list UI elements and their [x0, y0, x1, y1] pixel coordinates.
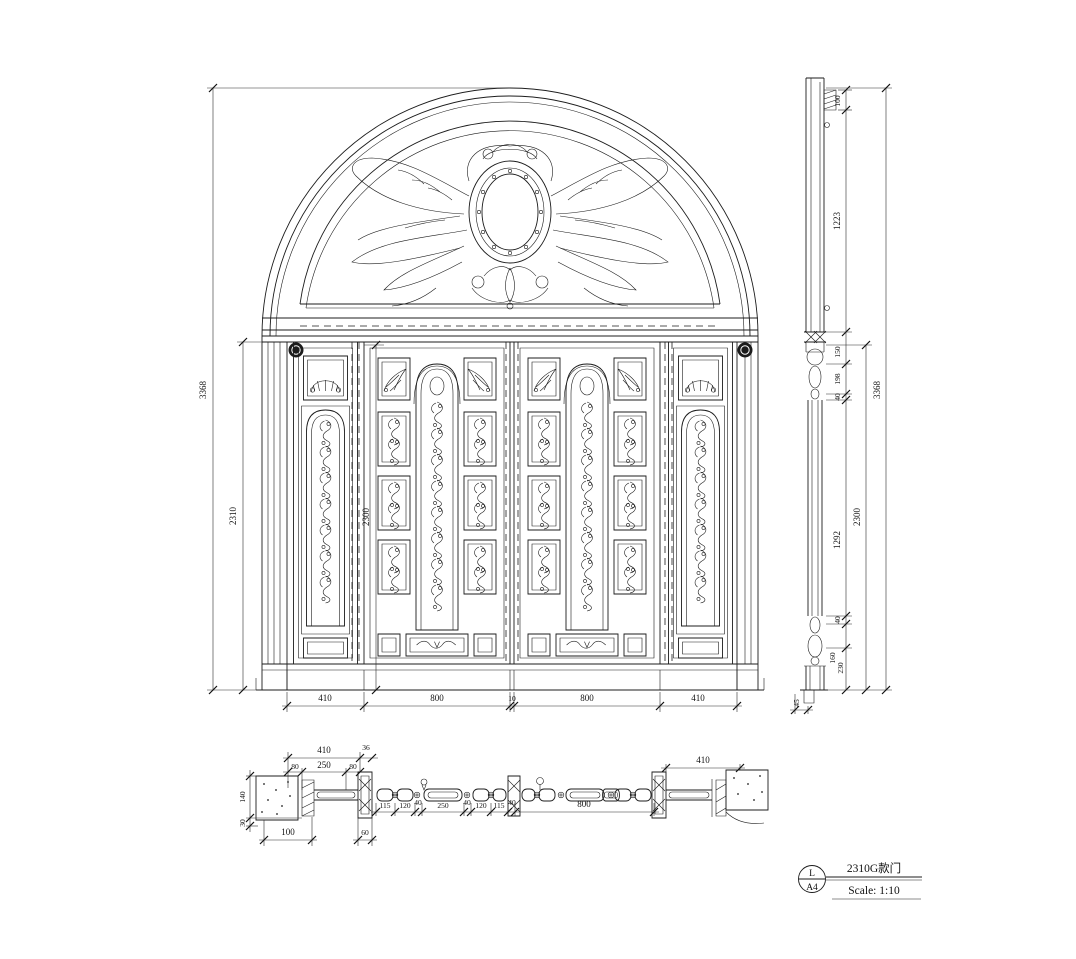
dim-label-80b: 80: [349, 762, 357, 771]
dim-label-80a: 80: [291, 762, 299, 771]
lock-icon: [421, 779, 427, 790]
dim-frame-height: 2310: [228, 337, 262, 695]
dim-label-120a: 120: [399, 801, 411, 810]
bolt-icon-bottom: [825, 306, 830, 311]
dim-label-250b: 250: [437, 801, 449, 810]
bubble-top-label: L: [809, 869, 815, 879]
dim-label-115b: 115: [494, 801, 505, 810]
dim-overall-height: 3368: [198, 83, 510, 695]
section-profile: [800, 78, 836, 703]
rosette-left-icon: [288, 342, 304, 358]
base-sill: [256, 664, 764, 690]
plan-column-left: [256, 776, 314, 820]
column-hatch-dots: [261, 781, 291, 815]
dim-label-2310: 2310: [228, 507, 238, 526]
dim-label-40a: 40: [833, 393, 842, 401]
dim-bottom-widths: 410 800 10 800 410: [282, 692, 742, 712]
dim-label-800-right: 800: [580, 693, 594, 703]
bead-ring: [477, 169, 542, 254]
cap-bracket: [824, 90, 836, 110]
plan-dimensions: 410 36 80 250 80 410 115 120 40 250 40 1…: [238, 743, 745, 846]
plan-side-panel-left: [314, 790, 358, 800]
elevation-dimensions: 3368 2310 2300 410 800 10 800 410: [198, 83, 742, 712]
dim-label-2300: 2300: [361, 508, 371, 527]
arch-arcs: [262, 88, 758, 336]
rosette-right-icon: [737, 342, 753, 358]
side-panel-left: [294, 342, 358, 959]
dim-label-1292: 1292: [832, 531, 842, 549]
dim-label-40-1: 40: [414, 798, 422, 807]
dim-label-230: 230: [836, 662, 845, 674]
acanthus-spray-left: [351, 157, 470, 307]
dim-label-140: 140: [238, 791, 247, 803]
swing-curve: [726, 812, 764, 824]
title-block: L A4 2310G款门 Scale: 1:10: [799, 861, 923, 899]
dim-label-3368: 3368: [198, 381, 208, 400]
door-leaf-left: [364, 342, 510, 664]
dim-label-120b: 120: [475, 801, 487, 810]
dim-label-plan-410-right: 410: [696, 755, 710, 765]
dim-label-410-left: 410: [318, 693, 332, 703]
plan-view: 410 36 80 250 80 410 115 120 40 250 40 1…: [238, 743, 768, 846]
dim-label-2300-section: 2300: [852, 508, 862, 527]
turned-moulding-bottom: [808, 617, 822, 665]
front-elevation: [256, 88, 764, 959]
drawing-title: 2310G款门: [847, 861, 901, 875]
plan-leaf-right: [522, 778, 651, 802]
dim-label-3368-section: 3368: [872, 381, 882, 400]
plan-meeting-stile: [508, 776, 520, 816]
dim-label-1223: 1223: [832, 212, 842, 231]
dim-label-100: 100: [833, 95, 842, 107]
dim-label-plan-800: 800: [577, 799, 591, 809]
dim-label-45: 45: [792, 699, 801, 707]
transom-band: [262, 318, 758, 342]
dim-label-30: 30: [238, 819, 247, 827]
hinge-dashed-lines: [352, 342, 672, 664]
bubble-bottom-label: A4: [806, 883, 818, 893]
dim-label-60: 60: [361, 828, 369, 837]
dim-label-160: 160: [828, 652, 837, 664]
side-panel-right: [669, 342, 733, 959]
arch-ornament: [351, 145, 668, 310]
dim-label-150: 150: [833, 346, 842, 358]
plan-mullion-right: [652, 772, 666, 818]
dim-label-plan-410: 410: [317, 745, 331, 755]
section-base: [800, 666, 828, 703]
dim-label-plan-100: 100: [281, 827, 295, 837]
dim-label-800-left: 800: [430, 693, 444, 703]
plan-leaf-left: [377, 779, 620, 802]
dim-label-10: 10: [508, 694, 516, 703]
plan-mullion-left: [358, 772, 372, 818]
dim-label-250a: 250: [317, 760, 331, 770]
door-frame-casing: [262, 336, 758, 690]
plan-column-right: [712, 770, 768, 824]
bolt-icon-top: [825, 123, 830, 128]
medallion: [469, 161, 551, 263]
door-leaf-right: [514, 342, 660, 664]
crest-scrolls: [467, 145, 552, 182]
springline-joint-hatch: [804, 330, 827, 344]
leaf-segment: [602, 788, 620, 802]
dim-label-40-3: 40: [508, 798, 516, 807]
dim-label-36: 36: [362, 743, 370, 752]
acanthus-spray-right: [551, 158, 668, 306]
section-dimensions: 100 1223 150 198 40 1292 40 160 230 2300…: [790, 83, 892, 715]
handle-icon: [537, 778, 544, 791]
scale-label: Scale: 1:10: [848, 885, 900, 897]
dim-label-410-right: 410: [691, 693, 705, 703]
column-hatch-dots-right: [733, 775, 763, 801]
turned-moulding-top: [806, 342, 824, 399]
plan-side-panel-right: [666, 790, 712, 800]
dim-label-198: 198: [833, 373, 842, 385]
dim-label-40b: 40: [833, 616, 842, 624]
dim-label-115a: 115: [380, 801, 391, 810]
dim-leaf-height: 2300: [361, 340, 384, 695]
pendant-scrolls: [472, 267, 548, 309]
shaft: [808, 400, 822, 616]
side-section-view: 100 1223 150 198 40 1292 40 160 230 2300…: [790, 78, 892, 715]
foot-block: [804, 690, 814, 703]
scale-bubble: L A4: [799, 866, 826, 893]
dim-label-40-2: 40: [463, 798, 471, 807]
